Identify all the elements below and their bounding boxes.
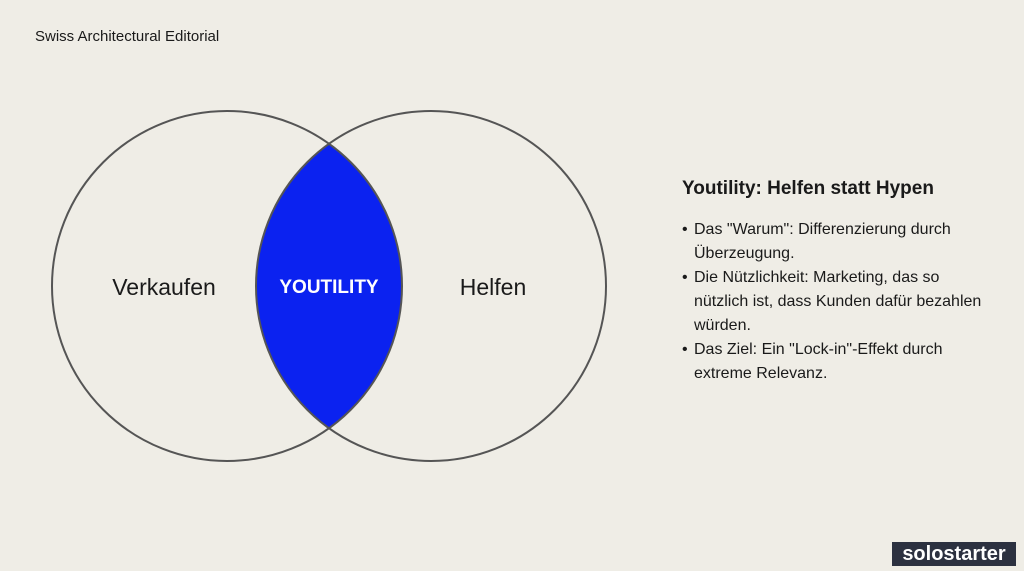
label-verkaufen: Verkaufen — [112, 274, 216, 300]
label-youtility: YOUTILITY — [279, 277, 379, 298]
solostarter-logo: solostarter — [892, 542, 1016, 566]
panel-heading: Youtility: Helfen statt Hypen — [682, 178, 934, 199]
circle-verkaufen — [51, 110, 403, 462]
intersection-fill — [256, 111, 402, 461]
list-item: Die Nützlichkeit: Marketing, das so nütz… — [682, 266, 982, 338]
list-item: Das "Warum": Differenzierung durch Überz… — [682, 218, 982, 266]
circle-helfen — [255, 110, 607, 462]
logo-text: solostarter — [902, 542, 1006, 565]
list-item: Das Ziel: Ein "Lock-in"-Effekt durch ext… — [682, 338, 982, 386]
info-panel: Youtility: Helfen statt Hypen Das "Warum… — [682, 178, 982, 386]
label-helfen: Helfen — [460, 274, 526, 300]
bullet-list: Das "Warum": Differenzierung durch Überz… — [682, 218, 982, 386]
page-title: Swiss Architectural Editorial — [35, 28, 220, 45]
